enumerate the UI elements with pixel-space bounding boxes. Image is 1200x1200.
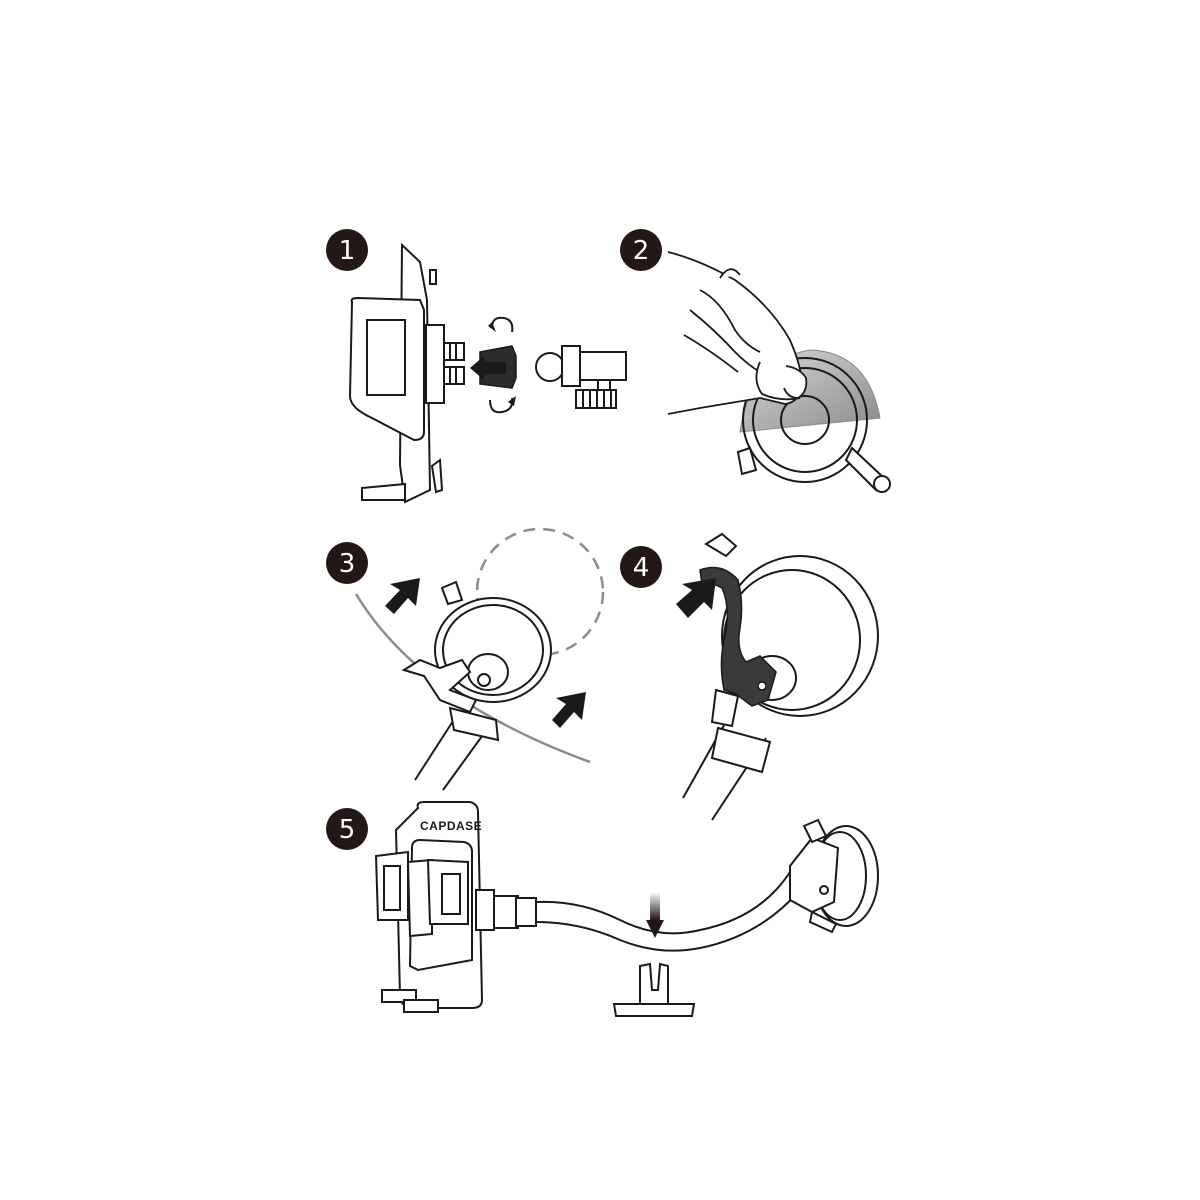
gooseneck-arm — [535, 871, 801, 952]
step-1-panel: 1 — [326, 229, 627, 504]
step-1-badge: 1 — [326, 229, 368, 271]
suction-cup-attached — [789, 818, 879, 934]
step-3-panel: 3 — [326, 527, 605, 791]
gooseneck-tube — [414, 706, 500, 791]
push-arrow-icon — [385, 578, 586, 728]
push-arrow-icon — [470, 356, 506, 380]
step-5-panel: 5 CAPDASE — [326, 801, 879, 1017]
step-2-number: 2 — [633, 236, 650, 266]
support-stand — [612, 962, 696, 1017]
suction-cup — [736, 357, 891, 493]
step-5-number: 5 — [339, 815, 356, 845]
locking-lever-open — [401, 658, 491, 714]
step-3-number: 3 — [339, 549, 356, 579]
brand-label: CAPDASE — [420, 819, 482, 833]
step-4-panel: 4 — [620, 532, 879, 821]
step-1-number: 1 — [339, 236, 356, 266]
phone-holder-assembled — [374, 801, 537, 1013]
step-2-badge: 2 — [620, 229, 662, 271]
step-4-number: 4 — [633, 553, 650, 583]
step-3-badge: 3 — [326, 542, 368, 584]
target-position-outline — [475, 527, 605, 657]
hand-pressing — [667, 251, 808, 415]
ball-joint-arm — [535, 345, 627, 409]
down-arrow-icon — [646, 892, 664, 938]
push-arrow-icon — [676, 578, 716, 618]
phone-cradle-side-view — [348, 242, 465, 504]
step-5-badge: 5 — [326, 808, 368, 850]
locking-lever-closed — [699, 566, 777, 707]
step-2-panel: 2 — [620, 229, 891, 493]
step-4-badge: 4 — [620, 546, 662, 588]
gooseneck-tube — [682, 688, 772, 821]
